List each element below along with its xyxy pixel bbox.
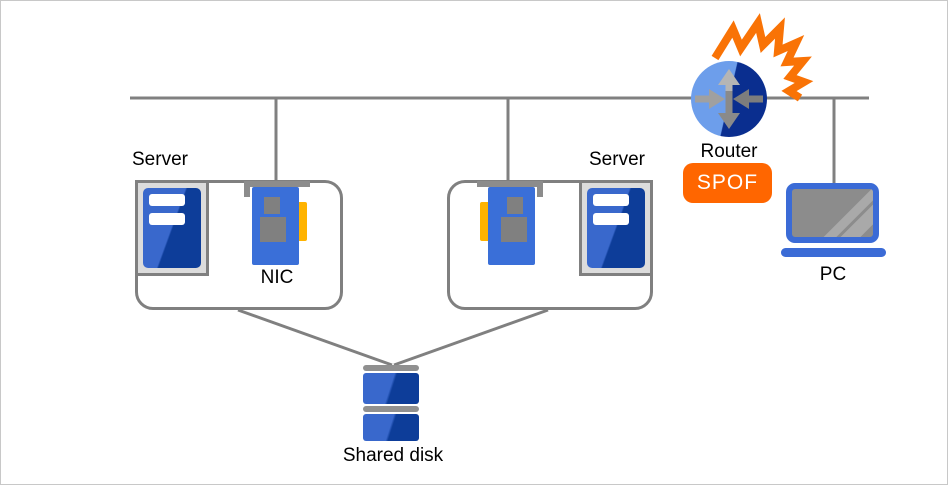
- disk-cap: [363, 406, 419, 412]
- laptop-screen: [786, 183, 879, 243]
- server-drive-slot: [593, 194, 629, 206]
- server-drive-slot: [593, 213, 629, 225]
- nic-bracket: [244, 181, 310, 187]
- explosion-icon: [711, 13, 814, 102]
- nic-bracket-hook: [537, 187, 543, 197]
- nic-chip-large: [501, 217, 527, 242]
- router-arrows: [695, 69, 763, 129]
- laptop-base: [781, 248, 886, 257]
- server-icon: [135, 180, 209, 276]
- server-drive-slot: [149, 194, 185, 206]
- shared-disk-label: Shared disk: [342, 445, 444, 466]
- router-arrow-down: [718, 91, 740, 129]
- router-label: Router: [700, 141, 758, 162]
- server-left-label: Server: [132, 149, 188, 170]
- nic-label: NIC: [260, 267, 294, 288]
- nic-chip-large: [260, 217, 286, 242]
- nic-chip-small: [507, 197, 523, 214]
- link-left-group-to-disk: [237, 308, 393, 367]
- nic-card-icon: [477, 181, 543, 266]
- nic-card-icon: [244, 181, 310, 266]
- stacked-disk-icon: [363, 365, 419, 442]
- server-icon: [579, 180, 653, 276]
- router-icon: [691, 61, 767, 137]
- router-arrow-right-in: [695, 89, 725, 109]
- server-drive-slot: [149, 213, 185, 225]
- nic-edge-connector: [297, 202, 307, 241]
- laptop-icon: [781, 183, 886, 257]
- disk-cap: [363, 365, 419, 371]
- nic-bracket-hook: [244, 187, 250, 197]
- server-right-label: Server: [589, 149, 645, 170]
- link-right-group-to-disk: [393, 308, 549, 367]
- disk-platter: [363, 414, 419, 441]
- pc-label: PC: [819, 264, 847, 285]
- disk-platter: [363, 373, 419, 404]
- spof-badge: SPOF: [683, 163, 772, 203]
- router-arrow-left-in: [733, 89, 763, 109]
- nic-chip-small: [264, 197, 280, 214]
